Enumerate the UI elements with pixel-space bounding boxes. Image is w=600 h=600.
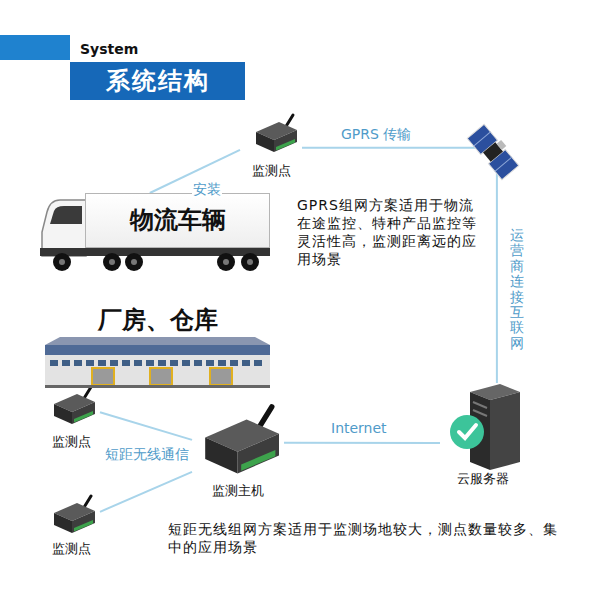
drive-bay bbox=[473, 410, 487, 416]
hub bbox=[247, 259, 253, 265]
device-icon bbox=[54, 496, 95, 533]
drive-bay bbox=[473, 402, 487, 408]
device-icon bbox=[256, 115, 297, 152]
monitor-point: 监测点 bbox=[42, 492, 100, 558]
check-mark bbox=[459, 425, 476, 438]
section-subtitle: System bbox=[80, 41, 138, 57]
monitor-point: 监测点 bbox=[42, 383, 100, 451]
monitor-point: 监测点 bbox=[240, 110, 302, 180]
window-row bbox=[50, 359, 265, 367]
ground bbox=[45, 385, 270, 388]
device-icon bbox=[54, 387, 95, 424]
hub bbox=[223, 259, 229, 265]
edge-label: Internet bbox=[330, 420, 388, 436]
title-banner: 系统结构 bbox=[70, 62, 245, 100]
status-badge bbox=[450, 415, 484, 449]
warehouse-illustration bbox=[45, 337, 270, 388]
satellite-icon bbox=[467, 122, 521, 179]
wheel bbox=[53, 253, 71, 271]
header-bar bbox=[0, 35, 70, 60]
satellite-dish bbox=[497, 140, 507, 150]
node-text: 监测点 bbox=[52, 434, 91, 451]
monitor-device-icons bbox=[54, 115, 297, 533]
node-text: 监测点 bbox=[52, 541, 91, 558]
wheel bbox=[241, 253, 259, 271]
cloud-server: 云服务器 bbox=[440, 383, 525, 488]
monitor-host: 监测主机 bbox=[192, 403, 284, 500]
note-text: GPRS组网方案适用于物流在途监控、特种产品监控等灵活性高，监测距离远的应用场景 bbox=[297, 196, 483, 268]
panel-grid bbox=[474, 132, 491, 146]
vertical-label: 运营商连接互联网 bbox=[510, 228, 524, 351]
server-side bbox=[490, 392, 520, 470]
wheel bbox=[125, 253, 143, 271]
roof-band bbox=[45, 345, 270, 355]
door bbox=[210, 368, 232, 385]
chassis bbox=[40, 248, 270, 256]
node-text: 监测主机 bbox=[212, 483, 264, 500]
panel-grid bbox=[495, 157, 512, 171]
cab-window bbox=[50, 206, 82, 224]
door bbox=[150, 368, 172, 385]
server-illustration bbox=[450, 384, 520, 470]
warehouse: 厂房、仓库 bbox=[45, 305, 270, 390]
connector-line bbox=[100, 412, 192, 440]
edge-label: GPRS 传输 bbox=[340, 126, 412, 142]
note-text: 短距无线组网方案适用于监测场地较大，测点数量较多、集中的应用场景 bbox=[168, 520, 572, 556]
node-text: 云服务器 bbox=[457, 471, 509, 488]
hub bbox=[59, 259, 65, 265]
wheel bbox=[217, 253, 235, 271]
wheel bbox=[103, 253, 121, 271]
hub bbox=[109, 259, 115, 265]
connector-line bbox=[284, 442, 440, 444]
node-text: 监测点 bbox=[252, 163, 291, 180]
host-icon bbox=[205, 407, 279, 474]
truck-trailer: 物流车辆 bbox=[85, 193, 270, 248]
roof bbox=[45, 337, 270, 345]
door bbox=[92, 368, 114, 385]
hub bbox=[131, 259, 137, 265]
truck-cab bbox=[42, 200, 86, 256]
node-text: 物流车辆 bbox=[130, 205, 226, 236]
edge-label: 安装 bbox=[192, 181, 222, 197]
connector-line bbox=[100, 472, 192, 512]
edge-label: 短距无线通信 bbox=[104, 446, 190, 462]
wall bbox=[45, 355, 270, 385]
node-text: 厂房、仓库 bbox=[98, 305, 218, 336]
